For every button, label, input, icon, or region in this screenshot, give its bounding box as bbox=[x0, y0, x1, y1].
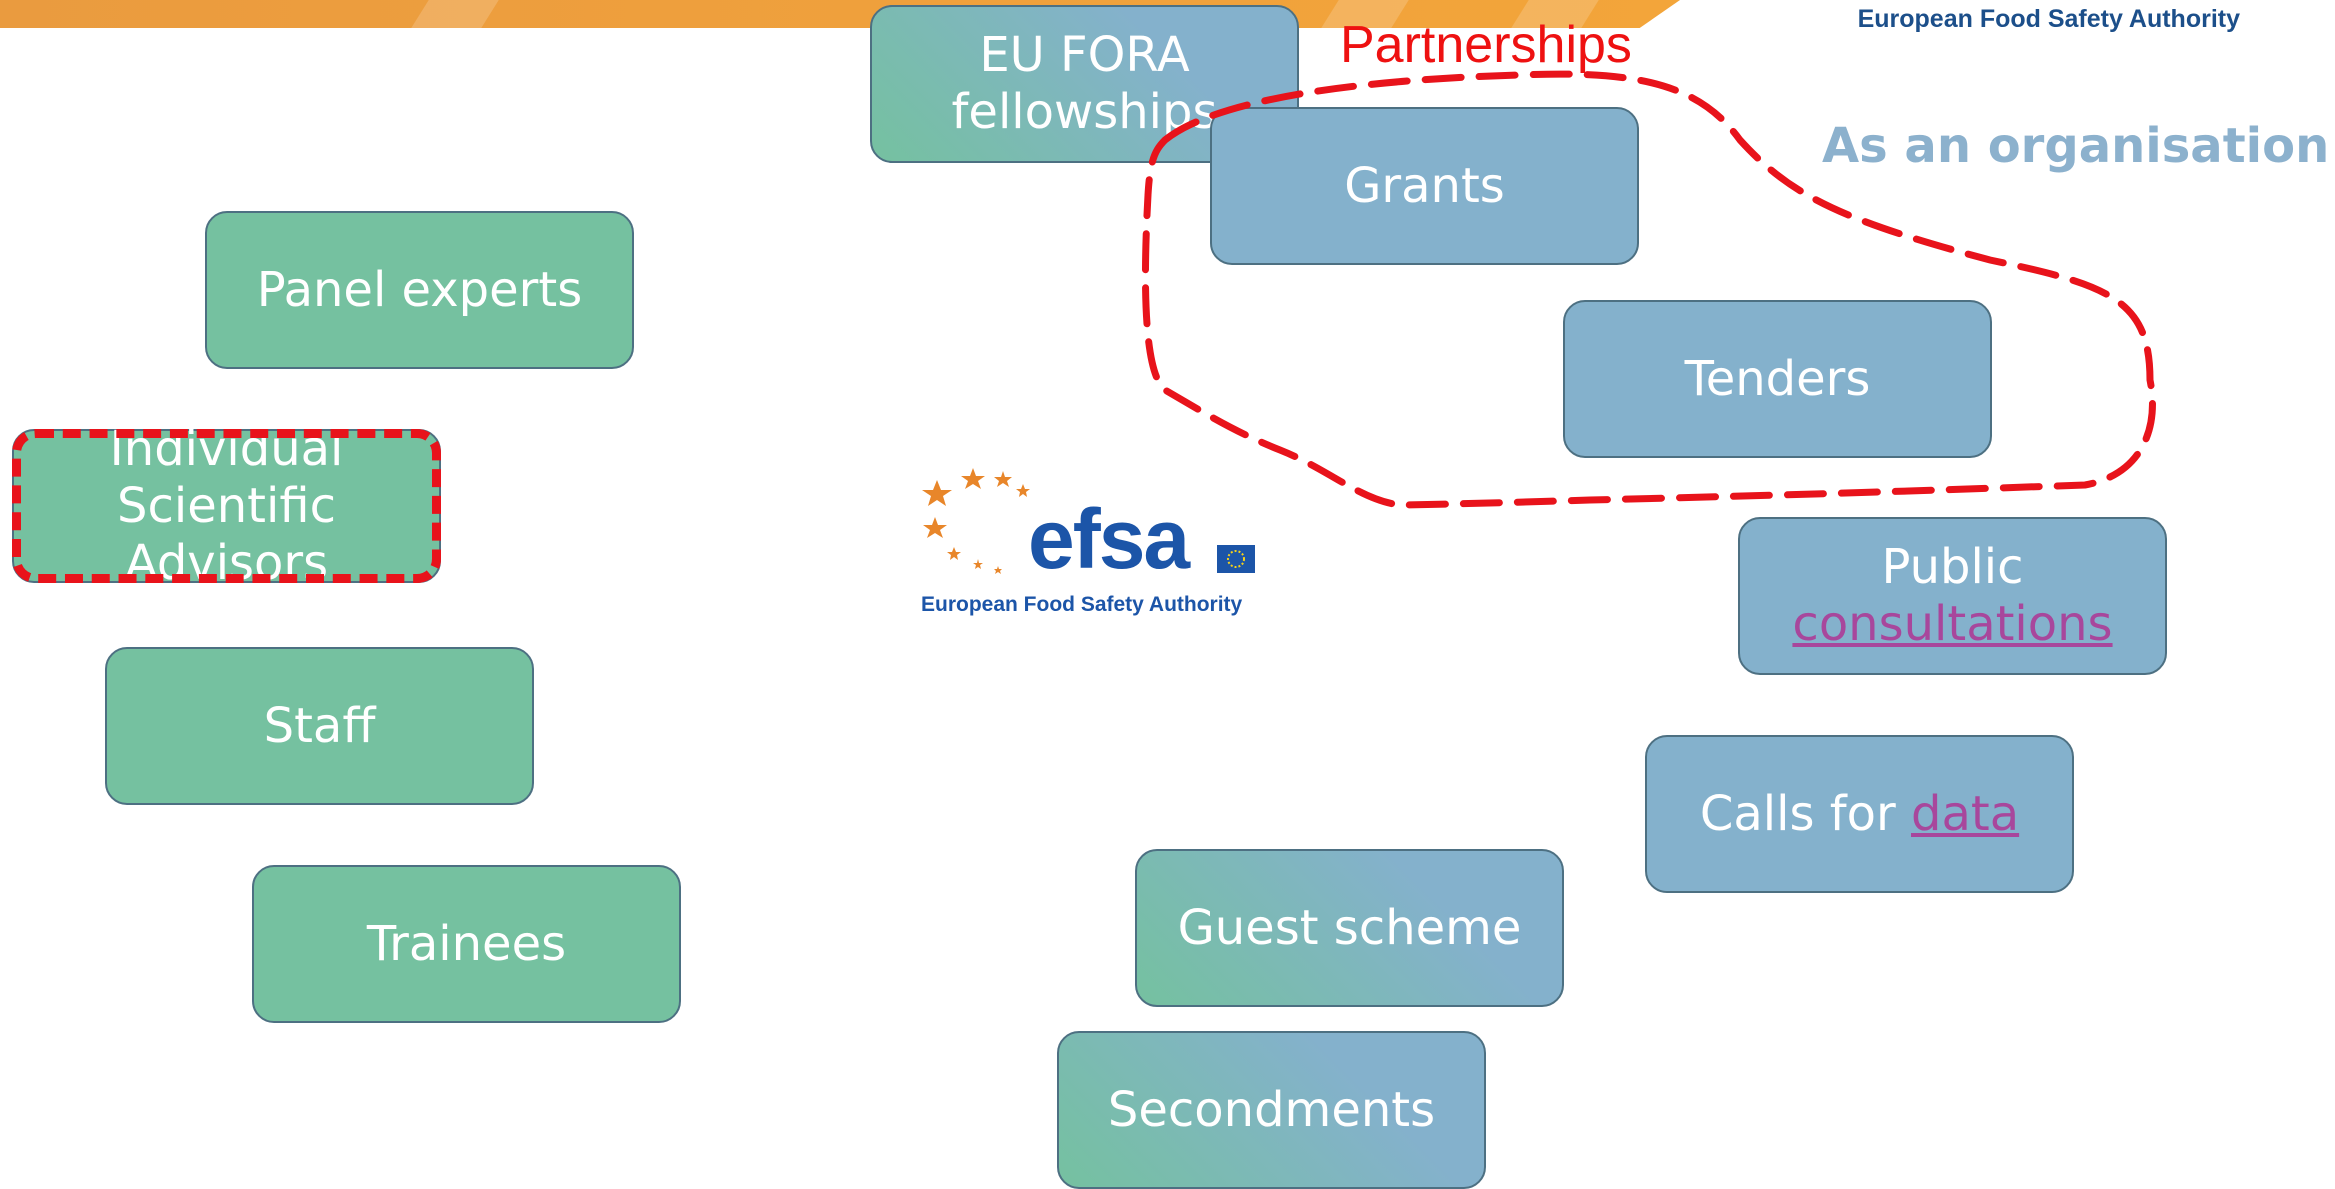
header-brand-text: European Food Safety Authority bbox=[1857, 5, 2240, 33]
eu-fora-line-1: EU FORA bbox=[979, 27, 1190, 83]
public-consultations-box: Public consultations bbox=[1738, 517, 2167, 675]
consultations-link[interactable]: consultations bbox=[1792, 596, 2113, 652]
staff-box: Staff bbox=[105, 647, 534, 805]
grants-box: Grants bbox=[1210, 107, 1639, 265]
tenders-label: Tenders bbox=[1684, 350, 1871, 407]
trainees-label: Trainees bbox=[366, 915, 567, 972]
efsa-logo: efsa European Food Safety Authority bbox=[915, 455, 1260, 625]
panel-experts-label: Panel experts bbox=[256, 261, 583, 318]
grants-label: Grants bbox=[1344, 157, 1505, 214]
isa-line-2: Scientific bbox=[117, 477, 336, 534]
header-bar bbox=[0, 0, 1680, 28]
trainees-box: Trainees bbox=[252, 865, 681, 1023]
isa-highlight-outline bbox=[12, 429, 441, 583]
staff-label: Staff bbox=[263, 697, 376, 754]
stars-arc-icon bbox=[922, 468, 1255, 574]
public-consultations-prefix: Public bbox=[1881, 539, 2024, 595]
tenders-box: Tenders bbox=[1563, 300, 1992, 458]
secondments-label: Secondments bbox=[1107, 1081, 1436, 1138]
partnerships-dashed-path bbox=[1141, 70, 2156, 509]
calls-for-data-box: Calls for data bbox=[1645, 735, 2074, 893]
partnerships-label: Partnerships bbox=[1340, 16, 1632, 74]
efsa-wordmark: efsa bbox=[1028, 492, 1190, 586]
data-link[interactable]: data bbox=[1911, 785, 2020, 842]
calls-for-data-prefix: Calls for bbox=[1699, 785, 1911, 842]
efsa-tagline: European Food Safety Authority bbox=[921, 593, 1243, 616]
guest-scheme-label: Guest scheme bbox=[1177, 899, 1522, 956]
organisation-label: As an organisation bbox=[1822, 118, 2330, 174]
panel-experts-box: Panel experts bbox=[205, 211, 634, 369]
guest-scheme-box: Guest scheme bbox=[1135, 849, 1564, 1007]
eu-flag-icon bbox=[1217, 545, 1255, 573]
